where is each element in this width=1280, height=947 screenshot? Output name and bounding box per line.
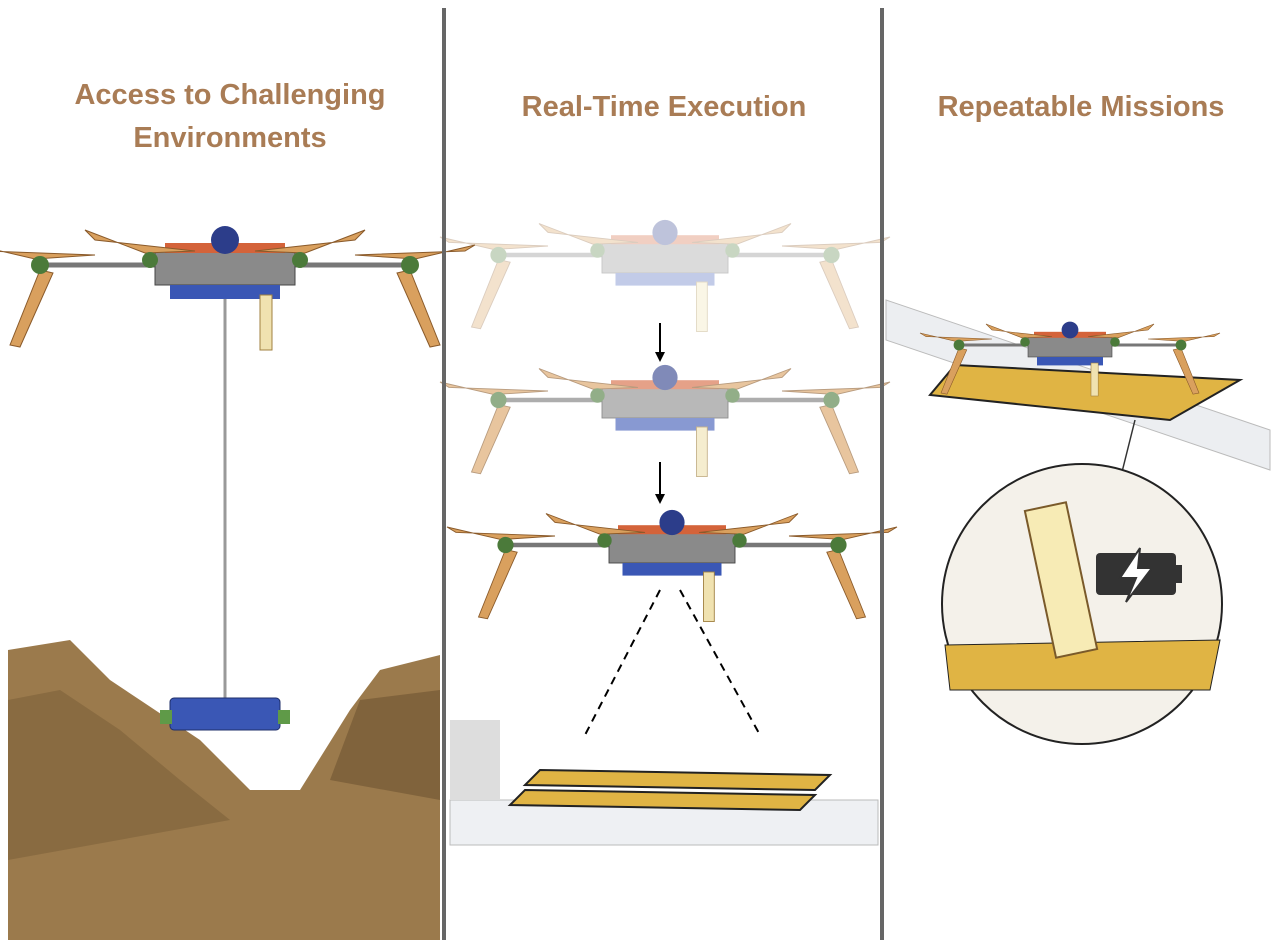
panel-title-real-time: Real-Time Execution — [521, 91, 807, 123]
detail-magnifier — [941, 463, 1223, 745]
martian-terrain — [8, 640, 440, 940]
drone-illustration — [0, 226, 475, 350]
landing-pad — [928, 363, 1244, 422]
panel-divider — [442, 8, 446, 940]
panel-title-repeatable: Repeatable Missions — [937, 91, 1225, 123]
panel-title-access: Access to Challenging Environments — [20, 74, 440, 160]
battery-charging-icon — [1096, 547, 1182, 603]
drone-illustration-mid — [440, 365, 890, 477]
panel-access — [0, 226, 475, 940]
title-line: Access to Challenging — [74, 79, 386, 111]
panel-real-time — [440, 220, 897, 846]
panel-repeatable — [885, 299, 1271, 745]
drone-illustration-final — [447, 510, 897, 622]
drone-illustration-faded — [440, 220, 890, 332]
title-line: Environments — [133, 122, 327, 154]
landing-pad — [507, 768, 833, 812]
payload-box — [169, 697, 281, 731]
charging-leg — [1023, 501, 1099, 659]
panel-divider — [880, 8, 884, 940]
